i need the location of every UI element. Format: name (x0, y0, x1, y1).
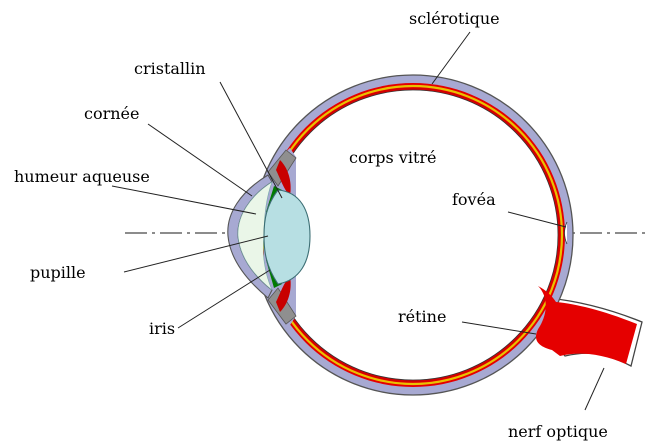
label-nerf-optique: nerf optique (508, 422, 608, 441)
leader-sclerotique (432, 32, 470, 84)
label-sclerotique: sclérotique (409, 9, 500, 28)
label-pupille: pupille (30, 263, 86, 282)
label-cornee: cornée (84, 104, 139, 123)
leader-iris (178, 270, 270, 328)
leader-cornee (148, 124, 252, 196)
leader-nerf-optique (585, 368, 604, 410)
label-fovea: fovéa (452, 190, 496, 209)
label-humeur-aqueuse: humeur aqueuse (14, 167, 150, 186)
label-iris: iris (149, 319, 175, 338)
label-corps-vitre: corps vitré (349, 148, 436, 167)
vitreous-body (268, 90, 558, 380)
leader-humeur-aqueuse (112, 186, 256, 214)
label-retine: rétine (398, 307, 446, 326)
optic-disc (536, 286, 637, 364)
label-cristallin: cristallin (134, 59, 206, 78)
